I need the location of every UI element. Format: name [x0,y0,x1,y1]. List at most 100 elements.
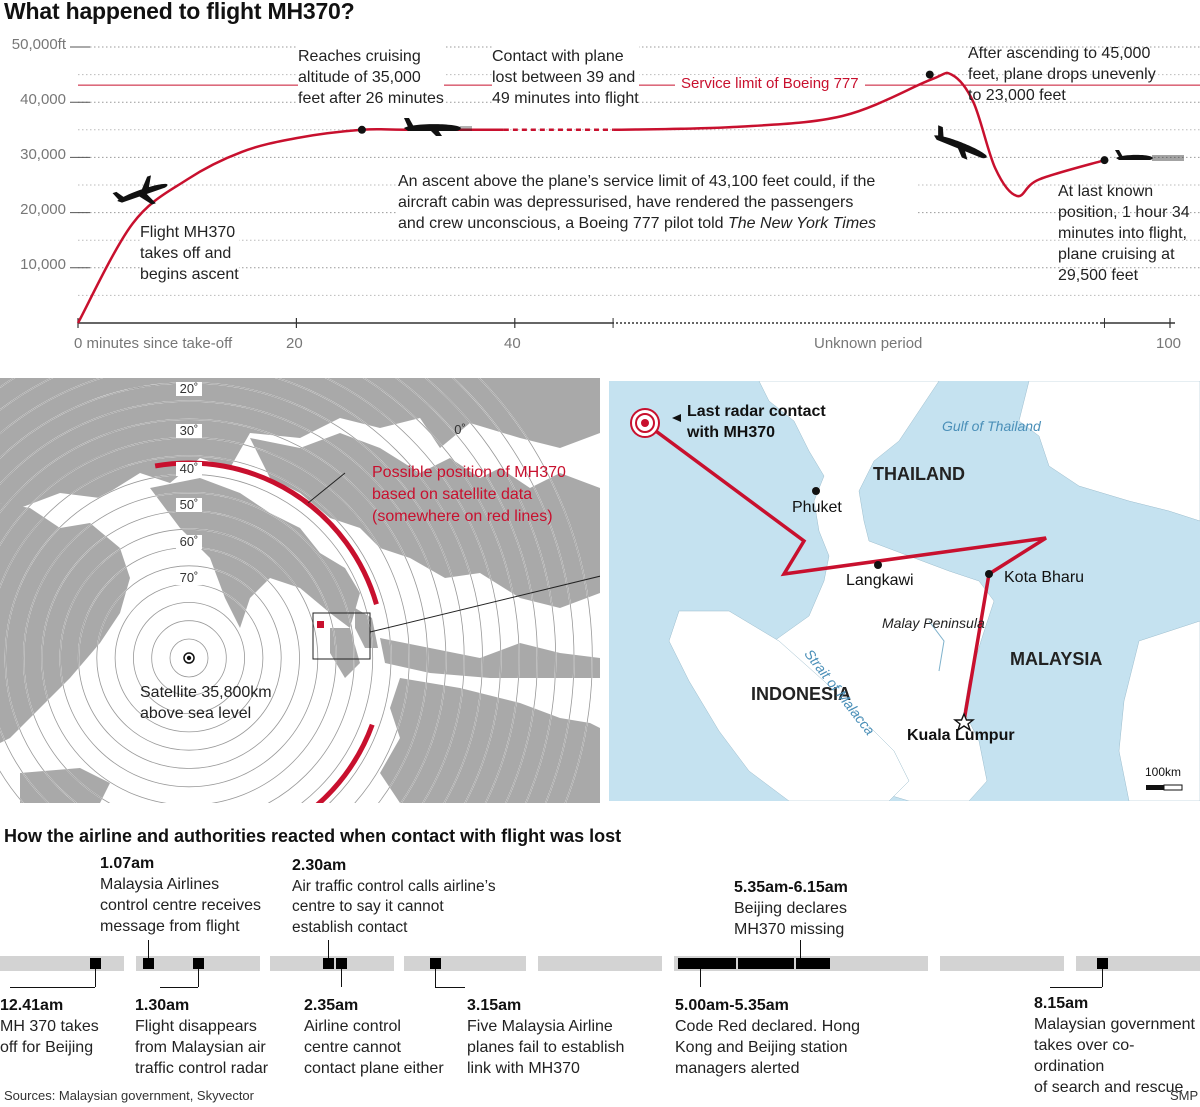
event-marker-1241 [90,958,101,969]
leader-line [148,940,149,958]
event-marker-code-red [678,958,736,969]
last-radar-target-inner [641,419,649,427]
plane-takeoff-icon [112,175,168,205]
satellite-ring-outline [0,378,502,803]
event-marker-315 [430,958,441,969]
leader-line [800,940,801,958]
country-thailand: THAILAND [873,464,965,484]
ring-label-bg [176,498,202,512]
leader-line [307,472,346,504]
ring-label: 20˚ [180,381,199,396]
event-235: 2.35am Airline control centre cannot con… [304,997,444,1077]
plane-last-known-icon [1115,150,1184,161]
annotation-takeoff: Flight MH370 takes off and begins ascent [140,222,239,285]
x-tick-label: 0 minutes since take-off [74,335,233,352]
leader-line [341,969,342,987]
timeline-segment [940,956,1064,971]
ring-label: 40˚ [180,461,199,476]
event-500-535: 5.00am-5.35am Code Red declared. Hong Ko… [675,997,861,1077]
altitude-line-after [613,71,1105,198]
ring-label: 0˚ [454,422,466,437]
event-815: 8.15am Malaysian government takes over c… [1034,995,1195,1096]
altitude-point-marker [357,125,366,134]
flight-route-line [643,421,1047,722]
radar-pointer-icon [672,414,681,422]
event-marker-107 [143,958,154,969]
leader-line [198,969,199,987]
leader-line [328,940,329,958]
ring-label-bg [176,462,202,476]
inset-frame [312,612,371,660]
ring-label: 70˚ [180,570,199,585]
satellite-ring-outline [132,601,245,714]
x-tick-label: 40 [504,335,521,352]
scale-bar-white [1163,784,1183,791]
kota-bharu-dot [985,570,993,578]
timeline-segment [538,956,662,971]
timeline-segment [404,956,526,971]
altitude-point-marker [1100,156,1109,165]
annotation-last-known: At last known position, 1 hour 34 minute… [1058,183,1190,284]
event-marker-code-red-2 [738,958,794,969]
leader-line [1102,969,1103,987]
satellite-ring-outline [425,378,556,803]
satellite-ring-outline [0,378,520,803]
satellite-map: 20˚30˚40˚50˚60˚70˚0˚ Possible position o… [0,378,600,803]
last-contact-marker [317,621,324,628]
event-marker-230 [323,958,334,969]
annotation-drop: After ascending to 45,000 feet, plane dr… [968,45,1156,104]
satellite-ring-outline [478,378,593,803]
satellite-map-graphic: 20˚30˚40˚50˚60˚70˚0˚ [0,378,600,803]
ring-label-bg [176,535,202,549]
x-tick-marks [77,318,1171,328]
x-tick-label: 20 [286,335,303,352]
y-tick-label: 20,000 [20,201,66,218]
leader-line [700,969,701,987]
credit: SMP [1170,1088,1199,1103]
satellite-ring-outline [0,400,447,803]
ring-label-bg [176,382,202,396]
possible-position-label: Possible position of MH370 based on sate… [372,464,566,525]
annotation-service-limit-note: An ascent above the plane’s service limi… [398,171,918,234]
leader-line [160,987,198,988]
y-tick-label: 10,000 [20,256,66,273]
event-230: 2.30am Air traffic control calls airline… [292,857,496,936]
event-107: 1.07am Malaysia Airlines control centre … [100,855,261,935]
place-langkawi: Langkawi [846,572,914,589]
timeline-segment [1076,956,1200,971]
world-landmass [0,378,600,803]
route-map-graphic [630,381,1200,801]
sources-note: Sources: Malaysian government, Skyvector [4,1088,254,1103]
country-indonesia: INDONESIA [751,684,852,704]
plane-cruising-icon [404,118,472,136]
ring-label-bg [176,571,202,585]
inset-connector-line [369,575,600,633]
ring-label: 60˚ [180,534,199,549]
ring-label: 30˚ [180,423,199,438]
plane-dropping-icon [934,125,987,160]
ring-label-bg [176,424,202,438]
leader-line [10,987,95,988]
route-map-land [668,381,1200,801]
event-marker-130 [193,958,204,969]
place-kuala-lumpur: Kuala Lumpur [907,727,1015,744]
x-tick-label: Unknown period [814,335,923,352]
altitude-markers [357,70,1109,165]
possible-position-arc-south [315,723,375,803]
place-phuket: Phuket [792,499,842,516]
place-kota-bharu: Kota Bharu [1004,569,1085,586]
ring-labels: 20˚30˚40˚50˚60˚70˚0˚ [176,381,466,585]
leader-line [435,969,436,987]
event-315: 3.15am Five Malaysia Airline planes fail… [467,997,625,1077]
river-line [928,620,945,672]
satellite-ring-outline [96,565,282,751]
event-130: 1.30am Flight disappears from Malaysian … [135,997,269,1077]
country-malaysia: MALAYSIA [1010,649,1103,669]
satellite-ring-outline [23,492,355,803]
scale-bar-black [1146,785,1164,790]
service-limit-label: Service limit of Boeing 777 [675,75,865,92]
satellite-ring-outline [452,378,575,803]
route-map: Last radar contact with MH370 THAILAND M… [609,381,1200,801]
kuala-lumpur-star-icon [953,712,975,732]
x-tick-label: 100 [1156,335,1182,352]
